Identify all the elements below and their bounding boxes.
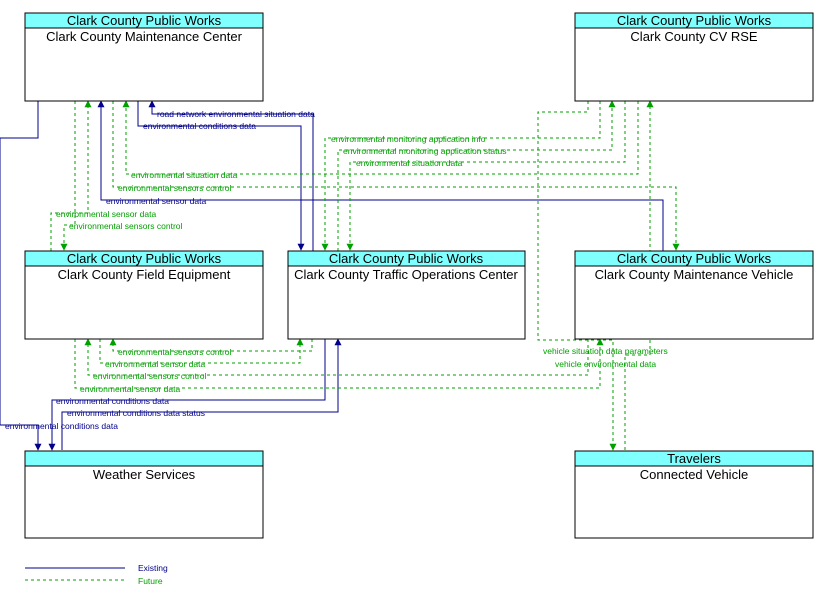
flow-line-existing [48,339,326,451]
box-owner: Travelers [667,451,721,466]
flow-label: vehicle situation data parameters [543,346,668,356]
box-weather-services[interactable]: Weather Services [24,450,264,539]
flow-line-future [346,101,626,251]
flow-label: environmental conditions data [143,121,256,131]
flow-label: environmental sensors control [93,371,207,381]
box-title: Clark County CV RSE [630,29,757,44]
box-owner: Clark County Public Works [67,13,222,28]
box-owner: Clark County Public Works [329,251,484,266]
box-owner: Clark County Public Works [617,13,772,28]
flow-label: environmental sensors control [118,183,232,193]
flow-label: environmental sensor data [56,209,156,219]
flow-line-future [537,101,617,451]
box-field-equipment[interactable]: Clark County Public Works Clark County F… [24,250,264,340]
box-maintenance-center[interactable]: Clark County Public Works Clark County M… [24,12,264,102]
flow-line-future [337,100,616,251]
flow-label: environmental sensors control [118,347,232,357]
box-connected-vehicle[interactable]: Travelers Connected Vehicle [574,450,814,539]
flow-line-future [60,101,76,251]
flow-label: environmental sensors control [69,221,183,231]
flow-label: environmental conditions data [56,396,169,406]
flow-line-future [50,100,92,251]
box-title: Clark County Traffic Operations Center [294,267,518,282]
legend-future-label: Future [138,576,163,586]
flow-line-future [109,338,313,352]
flow-label: environmental monitoring application inf… [331,134,486,144]
flow-label: environmental sensor data [80,384,180,394]
flow-line-future [321,101,601,251]
flow-line-future [112,101,680,251]
box-cv-rse[interactable]: Clark County Public Works Clark County C… [574,12,814,102]
box-title: Weather Services [93,467,196,482]
flow-line-future [74,338,604,389]
flow-label: vehicle environmental data [555,359,656,369]
flow-label: environmental conditions data status [67,408,205,418]
flow-line-future [624,100,654,450]
flow-line-existing [0,101,42,451]
box-traffic-operations-center[interactable]: Clark County Public Works Clark County T… [287,250,526,340]
flow-label: environmental conditions data [5,421,118,431]
flow-line-existing [61,338,342,450]
box-owner: Clark County Public Works [617,251,772,266]
flow-label: road network environmental situation dat… [157,109,315,119]
box-owner: Clark County Public Works [67,251,222,266]
flow-lines [0,100,680,451]
flow-line-existing [137,101,305,251]
box-title: Clark County Maintenance Center [46,29,242,44]
legend: Existing Future [25,563,168,586]
flow-labels: road network environmental situation dat… [5,109,668,431]
flow-line-future [84,338,589,376]
box-maintenance-vehicle[interactable]: Clark County Public Works Clark County M… [574,250,814,340]
box-title: Clark County Maintenance Vehicle [595,267,794,282]
flow-label: environmental sensor data [105,359,205,369]
flow-line-existing [148,100,314,251]
flow-label: environmental monitoring application sta… [343,146,506,156]
box-title: Connected Vehicle [640,467,748,482]
flow-label: environmental situation data [356,158,463,168]
legend-existing-label: Existing [138,563,168,573]
box-title: Clark County Field Equipment [58,267,231,282]
flow-line-future [122,100,639,175]
flow-label: environmental situation data [131,170,238,180]
flow-label: environmental sensor data [106,196,206,206]
flow-line-existing [97,100,664,251]
flow-line-future [99,338,304,364]
